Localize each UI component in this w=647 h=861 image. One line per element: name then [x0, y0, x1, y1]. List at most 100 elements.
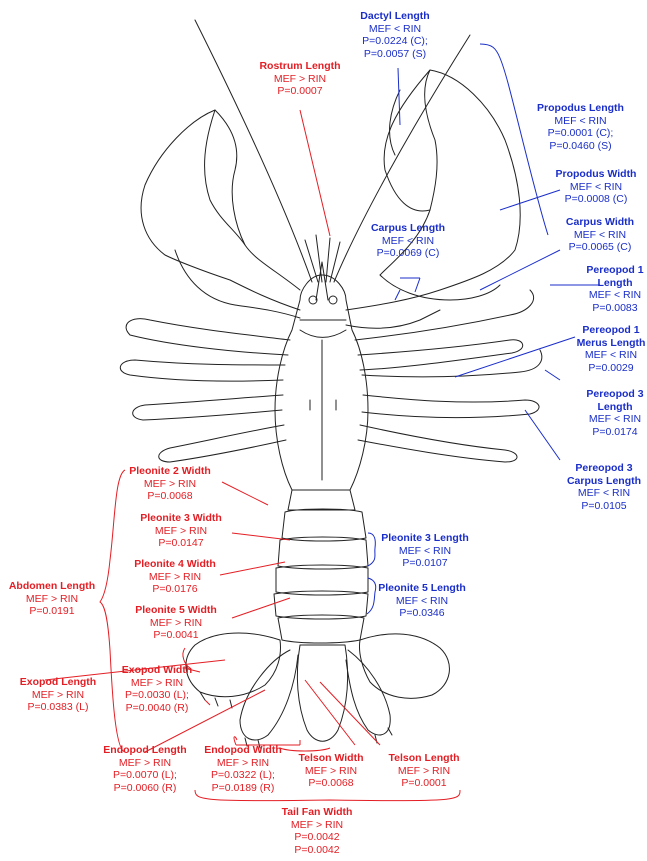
pleonite-3 [278, 537, 368, 569]
label-line: MEF < RIN [345, 23, 445, 36]
label-line: MEF < RIN [370, 235, 446, 248]
label-title: Pereopod 3 Length [584, 388, 646, 413]
label-line: MEF > RIN [378, 765, 470, 778]
label-title: Dactyl Length [345, 10, 445, 23]
label-title: Endopod Width [193, 744, 293, 757]
right-exopod [359, 634, 449, 698]
label-line: P=0.0068 [290, 777, 372, 790]
label-line: MEF < RIN [548, 181, 644, 194]
label-line: P=0.0383 (L) [8, 701, 108, 714]
label-line: P=0.0001 (C); [528, 127, 633, 140]
label-title: Pleonite 3 Width [128, 512, 234, 525]
label-line: MEF > RIN [262, 819, 372, 832]
label-title: Carpus Width [556, 216, 644, 229]
pleonite-1 [288, 490, 355, 510]
label-title: Pleonite 2 Width [115, 465, 225, 478]
label-line: P=0.0001 [378, 777, 470, 790]
label-line: MEF < RIN [562, 487, 646, 500]
label-line: P=0.0176 [122, 583, 228, 596]
label-line: P=0.0030 (L); [112, 689, 202, 702]
endopod-length-label: Endopod Length MEF > RIN P=0.0070 (L); P… [92, 744, 198, 794]
label-title: Pleonite 5 Width [122, 604, 230, 617]
label-line: MEF > RIN [2, 593, 102, 606]
label-line: MEF > RIN [245, 73, 355, 86]
label-title: Carpus Length [370, 222, 446, 235]
label-line: MEF > RIN [128, 525, 234, 538]
propodus-width-label: Propodus Width MEF < RIN P=0.0008 (C) [548, 168, 644, 206]
pleonite-4-width-label: Pleonite 4 Width MEF > RIN P=0.0176 [122, 558, 228, 596]
abdomen-length-label: Abdomen Length MEF > RIN P=0.0191 [2, 580, 102, 618]
label-title: Tail Fan Width [262, 806, 372, 819]
left-endopod [240, 650, 298, 740]
label-line: MEF > RIN [92, 757, 198, 770]
pleonite-5-length-label: Pleonite 5 Length MEF < RIN P=0.0346 [366, 582, 478, 620]
left-claw [141, 110, 300, 310]
label-line: P=0.0191 [2, 605, 102, 618]
label-line: MEF > RIN [193, 757, 293, 770]
label-line: MEF > RIN [8, 689, 108, 702]
label-title: Exopod Width [112, 664, 202, 677]
pleonite-2 [282, 509, 366, 541]
label-line: P=0.0060 (R) [92, 782, 198, 795]
label-title: Pereopod 3 Carpus Length [562, 462, 646, 487]
carpus-length-label: Carpus Length MEF < RIN P=0.0069 (C) [370, 222, 446, 260]
label-line: P=0.0040 (R) [112, 702, 202, 715]
propodus-length-label: Propodus Length MEF < RIN P=0.0001 (C); … [528, 102, 633, 152]
label-title: Rostrum Length [245, 60, 355, 73]
label-title: Propodus Length [528, 102, 633, 115]
pleonite-3-length-label: Pleonite 3 Length MEF < RIN P=0.0107 [370, 532, 480, 570]
label-line: MEF > RIN [115, 478, 225, 491]
label-line: MEF < RIN [585, 289, 645, 302]
telson [297, 645, 347, 741]
label-title: Pereopod 1 Merus Length [576, 324, 646, 349]
label-line: MEF < RIN [556, 229, 644, 242]
label-line: MEF < RIN [584, 413, 646, 426]
label-line: P=0.0322 (L); [193, 769, 293, 782]
pleonite-5-width-label: Pleonite 5 Width MEF > RIN P=0.0041 [122, 604, 230, 642]
label-title: Endopod Length [92, 744, 198, 757]
label-title: Pereopod 1 Length [585, 264, 645, 289]
label-line: P=0.0042 [262, 844, 372, 857]
label-title: Telson Width [290, 752, 372, 765]
label-line: MEF > RIN [112, 677, 202, 690]
label-line: MEF > RIN [290, 765, 372, 778]
label-line: P=0.0008 (C) [548, 193, 644, 206]
carpus-width-label: Carpus Width MEF < RIN P=0.0065 (C) [556, 216, 644, 254]
label-line: P=0.0107 [370, 557, 480, 570]
label-line: P=0.0057 (S) [345, 48, 445, 61]
right-claw [346, 70, 520, 310]
pleonite-4 [276, 565, 368, 595]
dactyl-length-label: Dactyl Length MEF < RIN P=0.0224 (C); P=… [345, 10, 445, 60]
telson-length-label: Telson Length MEF > RIN P=0.0001 [378, 752, 470, 790]
label-title: Propodus Width [548, 168, 644, 181]
pleonite-3-width-label: Pleonite 3 Width MEF > RIN P=0.0147 [128, 512, 234, 550]
label-title: Abdomen Length [2, 580, 102, 593]
label-line: MEF > RIN [122, 571, 228, 584]
label-line: MEF > RIN [122, 617, 230, 630]
label-title: Pleonite 3 Length [370, 532, 480, 545]
label-line: P=0.0029 [576, 362, 646, 375]
label-line: MEF < RIN [576, 349, 646, 362]
telson-width-label: Telson Width MEF > RIN P=0.0068 [290, 752, 372, 790]
label-title: Pleonite 5 Length [366, 582, 478, 595]
pereopod-1-length-label: Pereopod 1 Length MEF < RIN P=0.0083 [585, 264, 645, 314]
label-title: Exopod Length [8, 676, 108, 689]
label-title: Pleonite 4 Width [122, 558, 228, 571]
label-line: P=0.0042 [262, 831, 372, 844]
label-line: P=0.0041 [122, 629, 230, 642]
label-line: P=0.0105 [562, 500, 646, 513]
endopod-width-label: Endopod Width MEF > RIN P=0.0322 (L); P=… [193, 744, 293, 794]
pleonite-2-width-label: Pleonite 2 Width MEF > RIN P=0.0068 [115, 465, 225, 503]
pereopod-3-length-label: Pereopod 3 Length MEF < RIN P=0.0174 [584, 388, 646, 438]
label-line: P=0.0068 [115, 490, 225, 503]
exopod-width-label: Exopod Width MEF > RIN P=0.0030 (L); P=0… [112, 664, 202, 714]
rostrum-length-label: Rostrum Length MEF > RIN P=0.0007 [245, 60, 355, 98]
label-line: P=0.0070 (L); [92, 769, 198, 782]
label-line: MEF < RIN [528, 115, 633, 128]
label-line: P=0.0346 [366, 607, 478, 620]
label-line: P=0.0224 (C); [345, 35, 445, 48]
label-title: Telson Length [378, 752, 470, 765]
label-line: P=0.0007 [245, 85, 355, 98]
pereopod-3-carpus-length-label: Pereopod 3 Carpus Length MEF < RIN P=0.0… [562, 462, 646, 512]
